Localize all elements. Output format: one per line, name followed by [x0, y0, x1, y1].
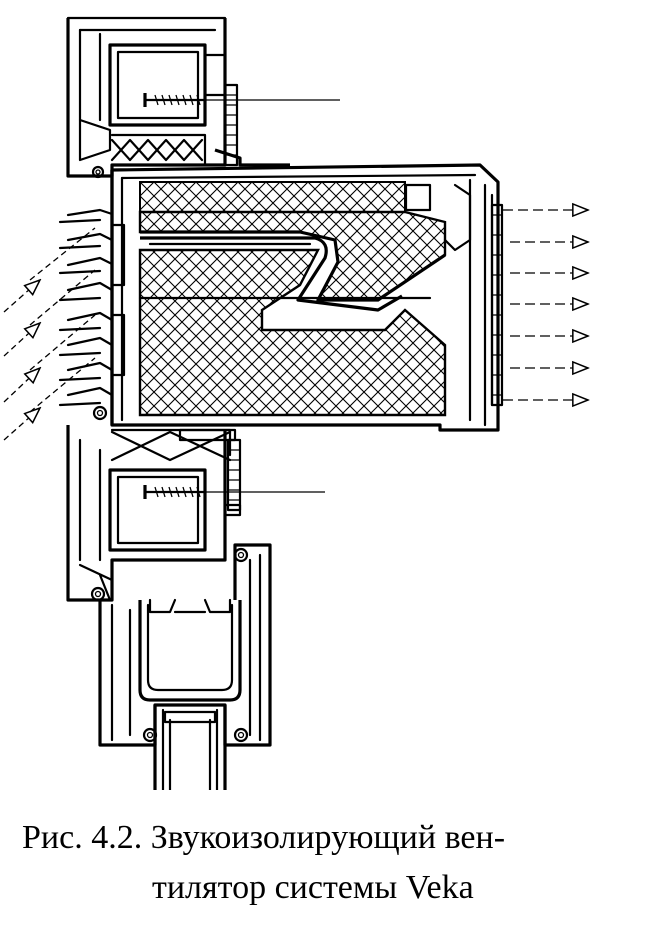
screw-icon — [143, 485, 325, 499]
air-channel — [140, 236, 403, 312]
ventilator-cross-section — [3, 16, 656, 790]
outflow-arrows — [503, 210, 588, 400]
inflow-arrow-icon — [3, 280, 40, 313]
lower-frame-profile — [66, 405, 242, 602]
window-sash — [98, 543, 272, 790]
insulation-main — [138, 248, 447, 417]
upper-seal-strip — [214, 83, 290, 167]
inflow-arrow-icon — [29, 269, 96, 326]
caption-line-2: тилятор системы Veka — [152, 869, 474, 906]
inflow-arrow-icon — [3, 323, 40, 357]
inflow-arrow-icon — [29, 357, 96, 413]
inflow-grille — [58, 170, 126, 425]
inflow-arrow-icon — [3, 408, 40, 441]
insulation-z-channel — [138, 210, 447, 302]
caption-line-1: Рис. 4.2. Звукоизолирующий вен- — [22, 819, 506, 856]
ventilator-housing — [110, 163, 504, 432]
inflow-arrow-icon — [29, 227, 96, 281]
screw-icon — [143, 93, 340, 107]
inflow-arrow-icon — [29, 314, 96, 371]
inflow-arrow-icon — [3, 368, 40, 403]
insulation-top — [139, 181, 406, 213]
inflow-arrows — [3, 227, 96, 441]
